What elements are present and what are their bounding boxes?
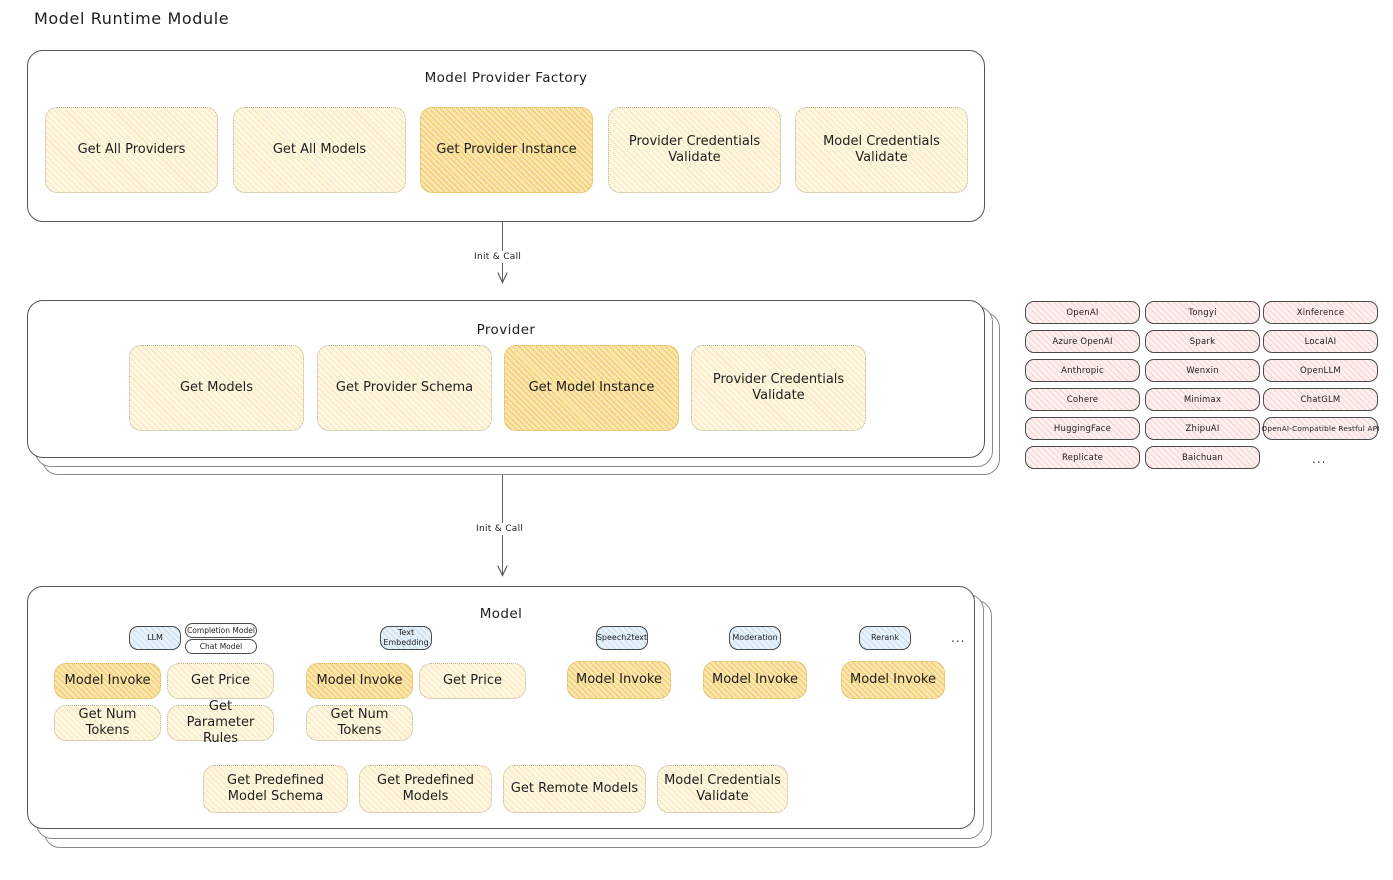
- provider-pill-cohere[interactable]: Cohere: [1025, 388, 1140, 411]
- card-get-provider-schema[interactable]: Get Provider Schema: [317, 345, 492, 431]
- card-text-embedding-get-price[interactable]: Get Price: [419, 663, 526, 699]
- card-provider-credentials-validate-2[interactable]: Provider Credentials Validate: [691, 345, 866, 431]
- card-get-remote-models[interactable]: Get Remote Models: [503, 765, 646, 813]
- card-get-predefined-models[interactable]: Get Predefined Models: [359, 765, 492, 813]
- card-speech2text-model-invoke[interactable]: Model Invoke: [567, 661, 671, 699]
- card-model-credentials-validate[interactable]: Model Credentials Validate: [795, 107, 968, 193]
- model-provider-factory-title: Model Provider Factory: [424, 70, 588, 86]
- card-llm-get-num-tokens[interactable]: Get Num Tokens: [54, 705, 161, 741]
- card-text-embedding-model-invoke[interactable]: Model Invoke: [306, 663, 413, 699]
- card-llm-get-price[interactable]: Get Price: [167, 663, 274, 699]
- provider-pill-minimax[interactable]: Minimax: [1145, 388, 1260, 411]
- provider-pill-replicate[interactable]: Replicate: [1025, 446, 1140, 469]
- provider-pill-anthropic[interactable]: Anthropic: [1025, 359, 1140, 382]
- arrow-provider-to-model-head: [497, 565, 508, 577]
- card-model-credentials-validate-2[interactable]: Model Credentials Validate: [657, 765, 788, 813]
- card-text-embedding-get-num-tokens[interactable]: Get Num Tokens: [306, 705, 413, 741]
- arrow-label-init-call-1: Init & Call: [470, 251, 526, 263]
- provider-pill-openllm[interactable]: OpenLLM: [1263, 359, 1378, 382]
- arrow-label-init-call-2: Init & Call: [472, 523, 528, 535]
- model-type-badge-rerank[interactable]: Rerank: [859, 626, 911, 650]
- card-get-model-instance[interactable]: Get Model Instance: [504, 345, 679, 431]
- card-rerank-model-invoke[interactable]: Model Invoke: [841, 661, 945, 699]
- sub-badge-completion-model[interactable]: Completion Model: [185, 623, 257, 638]
- model-type-badge-text-embedding[interactable]: Text Embedding: [380, 626, 432, 650]
- card-get-all-providers[interactable]: Get All Providers: [45, 107, 218, 193]
- page-title: Model Runtime Module: [34, 9, 230, 28]
- provider-pill-openai-compatible-restful-api[interactable]: OpenAI-Compatible Restful API: [1261, 417, 1379, 440]
- card-get-all-models[interactable]: Get All Models: [233, 107, 406, 193]
- provider-pill-chatglm[interactable]: ChatGLM: [1263, 388, 1378, 411]
- provider-pill-baichuan[interactable]: Baichuan: [1145, 446, 1260, 469]
- sub-badge-chat-model[interactable]: Chat Model: [185, 639, 257, 654]
- card-moderation-model-invoke[interactable]: Model Invoke: [703, 661, 807, 699]
- card-get-predefined-model-schema[interactable]: Get Predefined Model Schema: [203, 765, 348, 813]
- provider-pill-xinference[interactable]: Xinference: [1263, 301, 1378, 324]
- model-type-badge-moderation[interactable]: Moderation: [729, 626, 781, 650]
- provider-pill-zhipuai[interactable]: ZhipuAI: [1145, 417, 1260, 440]
- provider-title: Provider: [476, 322, 536, 338]
- model-types-more-ellipsis: ...: [951, 631, 966, 645]
- card-get-models[interactable]: Get Models: [129, 345, 304, 431]
- card-llm-model-invoke[interactable]: Model Invoke: [54, 663, 161, 699]
- provider-pill-localai[interactable]: LocalAI: [1263, 330, 1378, 353]
- provider-pill-huggingface[interactable]: HuggingFace: [1025, 417, 1140, 440]
- model-type-badge-llm[interactable]: LLM: [129, 626, 181, 650]
- provider-pill-azure-openai[interactable]: Azure OpenAI: [1025, 330, 1140, 353]
- card-llm-get-parameter-rules[interactable]: Get Parameter Rules: [167, 699, 274, 746]
- model-title: Model: [479, 606, 523, 622]
- provider-pill-spark[interactable]: Spark: [1145, 330, 1260, 353]
- arrow-factory-to-provider-head: [497, 272, 508, 284]
- provider-list-more-ellipsis: ...: [1312, 452, 1327, 466]
- provider-pill-openai[interactable]: OpenAI: [1025, 301, 1140, 324]
- card-get-provider-instance[interactable]: Get Provider Instance: [420, 107, 593, 193]
- provider-pill-wenxin[interactable]: Wenxin: [1145, 359, 1260, 382]
- card-provider-credentials-validate[interactable]: Provider Credentials Validate: [608, 107, 781, 193]
- model-type-badge-speech2text[interactable]: Speech2text: [596, 626, 648, 650]
- model-container: Model: [27, 586, 975, 829]
- provider-pill-tongyi[interactable]: Tongyi: [1145, 301, 1260, 324]
